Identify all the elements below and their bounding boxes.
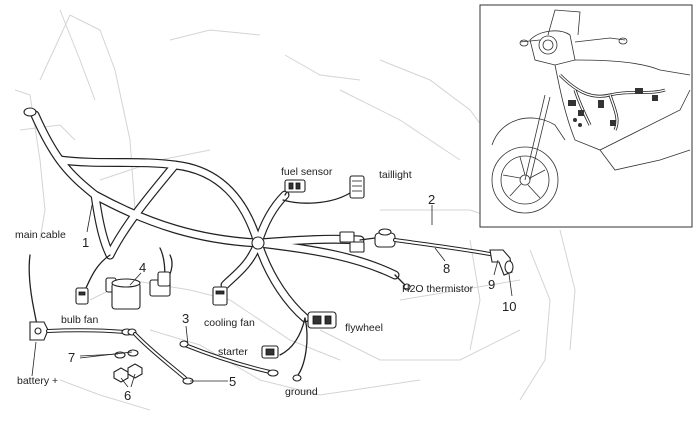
label-flywheel: flywheel bbox=[345, 322, 383, 334]
h2o-thermistor-connectors bbox=[339, 231, 411, 291]
bulb-fan-connectors bbox=[75, 277, 117, 305]
label-cooling-fan: cooling fan bbox=[204, 317, 255, 329]
label-starter: starter bbox=[218, 346, 248, 358]
callout-5: 5 bbox=[229, 374, 236, 389]
callout-4: 4 bbox=[139, 260, 146, 275]
ground-cable-5 bbox=[127, 328, 194, 385]
callout-10: 10 bbox=[502, 299, 516, 314]
label-ground: ground bbox=[285, 386, 318, 398]
nuts-washers bbox=[113, 349, 143, 383]
callout-7: 7 bbox=[68, 350, 75, 365]
relay-4 bbox=[111, 271, 171, 310]
taillight-connector bbox=[349, 175, 365, 199]
fuel-sensor-connector bbox=[284, 179, 306, 193]
starter-connector bbox=[261, 345, 279, 359]
label-battery-plus: battery + bbox=[17, 375, 58, 387]
text-labels: main cable fuel sensor taillight H2O the… bbox=[15, 166, 474, 398]
cooling-fan-connector bbox=[212, 286, 228, 306]
label-fuel-sensor: fuel sensor bbox=[281, 166, 333, 178]
label-bulb-fan: bulb fan bbox=[61, 314, 99, 326]
flywheel-connector bbox=[307, 311, 337, 329]
label-main-cable: main cable bbox=[15, 229, 66, 241]
sensor-cable-8 bbox=[374, 228, 514, 276]
callout-8: 8 bbox=[443, 261, 450, 276]
starter-cable-3 bbox=[179, 340, 279, 377]
main-harness bbox=[23, 107, 406, 376]
label-h2o-thermistor: H2O thermistor bbox=[402, 283, 474, 295]
callout-3: 3 bbox=[182, 311, 189, 326]
scooter-inset bbox=[479, 4, 693, 228]
battery-cable bbox=[28, 254, 133, 341]
callout-numbers: 1 2 3 4 5 6 7 8 9 10 bbox=[68, 192, 516, 403]
callout-2: 2 bbox=[428, 192, 435, 207]
callout-9: 9 bbox=[488, 277, 495, 292]
callout-6: 6 bbox=[124, 388, 131, 403]
callout-1: 1 bbox=[82, 235, 89, 250]
ground-terminal bbox=[292, 374, 302, 382]
leader-lines bbox=[31, 204, 513, 388]
label-taillight: taillight bbox=[379, 169, 412, 181]
